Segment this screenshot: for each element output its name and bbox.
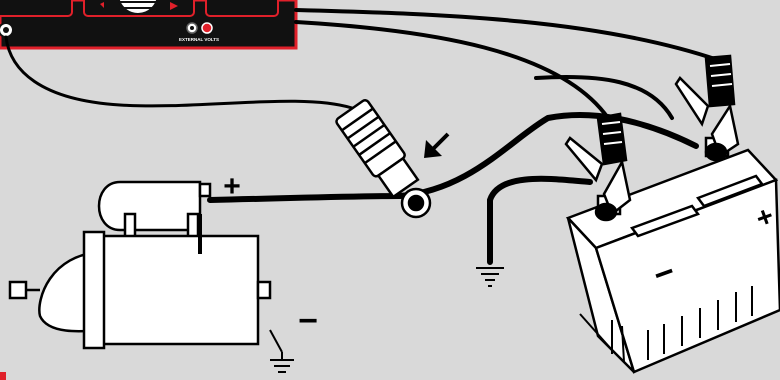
starter-motor	[8, 180, 272, 350]
starter-positive-sign: +	[223, 170, 241, 203]
panel-window-left	[0, 0, 73, 17]
corner-mark	[0, 372, 6, 380]
tester-panel: EXTERNAL VOLTS	[0, 0, 298, 50]
right-battery-clamp	[674, 54, 740, 162]
inductive-clamp	[335, 99, 432, 219]
panel-window-right	[205, 0, 279, 17]
external-volts-label: EXTERNAL VOLTS	[179, 37, 219, 42]
red-jack-icon	[201, 22, 213, 34]
cable-aux-lead	[534, 74, 674, 120]
left-battery-clamp	[564, 112, 632, 222]
cable-clamp-lead	[4, 35, 354, 110]
battery	[565, 136, 780, 374]
starter-ground-icon	[269, 329, 294, 373]
dial-knob-icon	[100, 0, 178, 15]
cable-panel-to-right-clamp	[294, 8, 720, 62]
arrow-pointer-icon	[424, 132, 450, 158]
battery-ground-icon	[476, 267, 504, 287]
starter-negative-sign: −	[298, 302, 318, 340]
cable-battery-negative	[487, 175, 593, 265]
cable-panel-to-left-clamp	[294, 20, 610, 120]
